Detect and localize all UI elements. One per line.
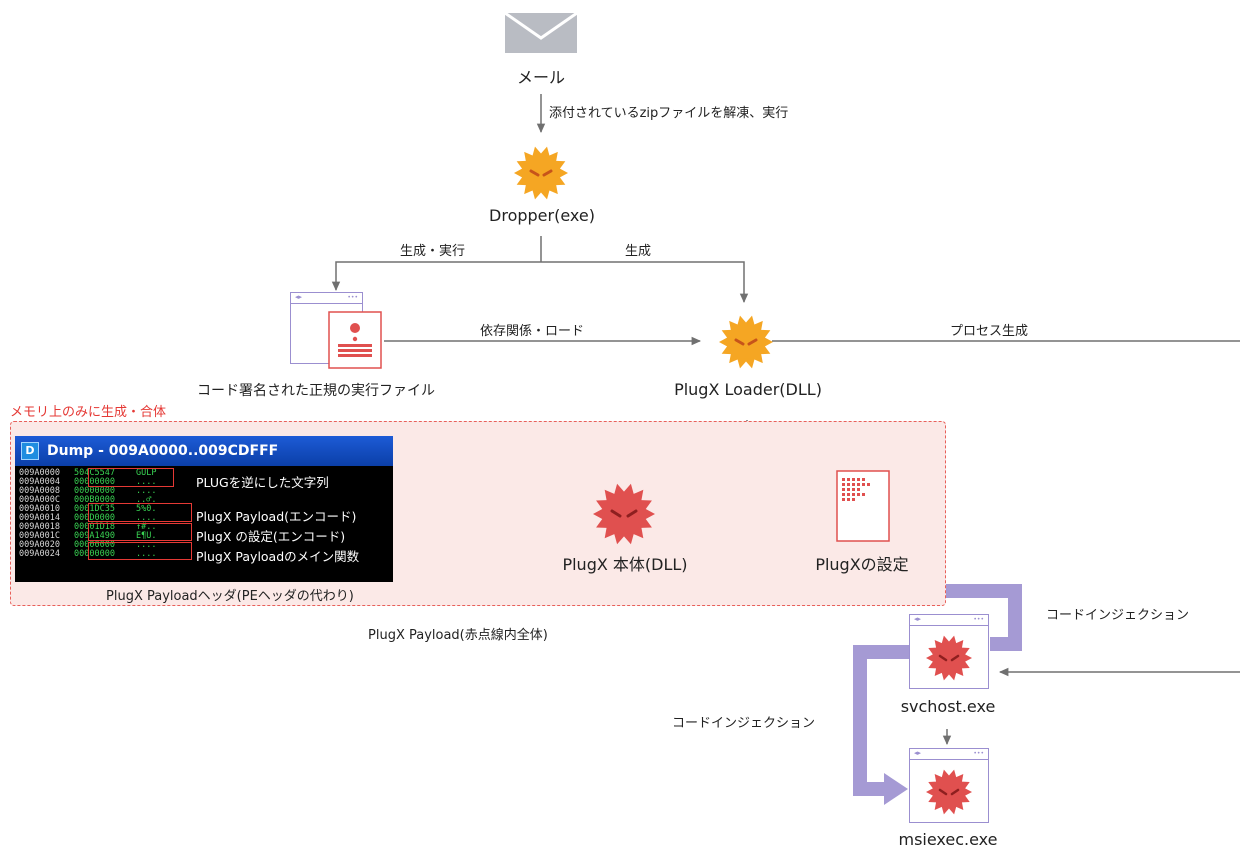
dump-hex: 00000000 bbox=[74, 540, 115, 550]
dump-title-bar: D Dump - 009A0000..009CDFFF bbox=[15, 436, 393, 466]
dump-address: 009A0018 bbox=[19, 522, 60, 532]
dump-row: 009A0014 000D0000.... bbox=[19, 514, 166, 523]
inject-arrow-svchost bbox=[928, 584, 1022, 651]
document-icon bbox=[328, 311, 382, 369]
svchost-label: svchost.exe bbox=[900, 697, 996, 716]
dump-hex: 0001DC35 bbox=[74, 504, 115, 514]
orange-malware-icon bbox=[514, 146, 568, 200]
edge-label-create: 生成 bbox=[625, 244, 652, 259]
red-malware-icon bbox=[593, 483, 655, 545]
dump-row: 009A000C 000B0000 ..♂. bbox=[19, 496, 166, 505]
dump-hex: 009A1490 bbox=[74, 531, 115, 541]
plugx-config-label: PlugXの設定 bbox=[815, 555, 909, 574]
dump-ascii: ↑#.. bbox=[136, 522, 157, 532]
dump-hex: 00000000 bbox=[74, 486, 115, 496]
dump-ascii: .... bbox=[136, 540, 157, 550]
plugx-body-label: PlugX 本体(DLL) bbox=[562, 555, 688, 574]
dump-ascii: 5%0. bbox=[136, 504, 157, 514]
dump-note: PlugX Payloadのメイン関数 bbox=[196, 549, 360, 564]
dump-row: 009A0000 504C5547 GULP bbox=[19, 469, 166, 478]
dump-row: 009A001C 009A1490 E¶U. bbox=[19, 532, 166, 541]
inject-arrowhead-msiexec bbox=[884, 773, 908, 805]
dump-ascii: .... bbox=[136, 513, 157, 523]
dump-ascii: E¶U. bbox=[136, 531, 157, 541]
dump-address: 009A0008 bbox=[19, 486, 60, 496]
dump-hex: 000D0000 bbox=[74, 513, 115, 523]
memory-region-title: メモリ上のみに生成・合体 bbox=[10, 405, 167, 420]
msiexec-label: msiexec.exe bbox=[898, 830, 998, 849]
edge-label-inject-msiexec: コードインジェクション bbox=[672, 716, 816, 731]
edge-label-create-exec: 生成・実行 bbox=[400, 244, 466, 259]
signed-exe-label: コード署名された正規の実行ファイル bbox=[197, 383, 435, 399]
dump-row: 009A0004 00000000.... bbox=[19, 478, 166, 487]
mail-icon bbox=[504, 12, 578, 53]
dump-address: 009A0020 bbox=[19, 540, 60, 550]
dump-hex: 000B0000 bbox=[74, 495, 115, 505]
dump-ascii: .... bbox=[136, 486, 157, 496]
dump-hex: 00001D18 bbox=[74, 522, 115, 532]
dump-row: 009A0024 00000000.... bbox=[19, 550, 166, 559]
dump-ascii: .... bbox=[136, 477, 157, 487]
dump-row: 009A0008 00000000.... bbox=[19, 487, 166, 496]
dump-ascii: .... bbox=[136, 549, 157, 559]
dump-address: 009A001C bbox=[19, 531, 60, 541]
dump-address: 009A000C bbox=[19, 495, 60, 505]
dump-row: 009A0010 0001DC35 5%0. bbox=[19, 505, 166, 514]
red-malware-icon bbox=[926, 769, 972, 815]
dump-row: 009A0020 00000000.... bbox=[19, 541, 166, 550]
dump-address: 009A0000 bbox=[19, 468, 60, 478]
document-icon bbox=[836, 470, 890, 542]
dump-title: Dump - 009A0000..009CDFFF bbox=[47, 443, 279, 459]
dump-note: PlugX Payload(エンコード) bbox=[196, 509, 357, 524]
edge-dropper-signed bbox=[331, 261, 541, 292]
dump-hex: 504C5547 bbox=[74, 468, 115, 478]
edge-label-process-create: プロセス生成 bbox=[950, 324, 1029, 339]
dump-row: 009A0018 00001D18 ↑#.. bbox=[19, 523, 166, 532]
edge-dropper-loader bbox=[541, 261, 749, 304]
red-malware-icon bbox=[926, 635, 972, 681]
edge-label-inject-svchost: コードインジェクション bbox=[1046, 608, 1190, 623]
dump-ascii: GULP bbox=[136, 468, 157, 478]
dump-address: 009A0024 bbox=[19, 549, 60, 559]
dropper-label: Dropper(exe) bbox=[489, 206, 595, 225]
dump-address: 009A0014 bbox=[19, 513, 60, 523]
highlight-box bbox=[88, 503, 192, 522]
inject-arrow-msiexec bbox=[853, 645, 910, 796]
payload-caption: PlugX Payload(赤点線内全体) bbox=[368, 628, 548, 643]
edge-label-mail-dropper: 添付されているzipファイルを解凍、実行 bbox=[549, 106, 789, 121]
payload-header-caption: PlugX Payloadヘッダ(PEヘッダの代わり) bbox=[106, 589, 354, 604]
highlight-box bbox=[88, 523, 192, 541]
dump-badge-icon: D bbox=[21, 442, 39, 460]
highlight-box bbox=[88, 468, 174, 487]
highlight-box bbox=[88, 542, 192, 560]
dump-hex: 00000000 bbox=[74, 477, 115, 487]
dump-note: PlugX の設定(エンコード) bbox=[196, 529, 346, 544]
dump-address: 009A0004 bbox=[19, 477, 60, 487]
dump-hex: 00000000 bbox=[74, 549, 115, 559]
edge-label-dependency-load: 依存関係・ロード bbox=[480, 324, 585, 339]
dump-address: 009A0010 bbox=[19, 504, 60, 514]
memory-dump-window: D Dump - 009A0000..009CDFFF 009A0000 504C… bbox=[15, 436, 393, 582]
loader-label: PlugX Loader(DLL) bbox=[674, 380, 822, 399]
dump-ascii: ..♂. bbox=[136, 495, 157, 505]
mail-label: メール bbox=[516, 68, 565, 87]
dump-note: PLUGを逆にした文字列 bbox=[196, 475, 329, 490]
orange-malware-icon bbox=[719, 315, 773, 369]
